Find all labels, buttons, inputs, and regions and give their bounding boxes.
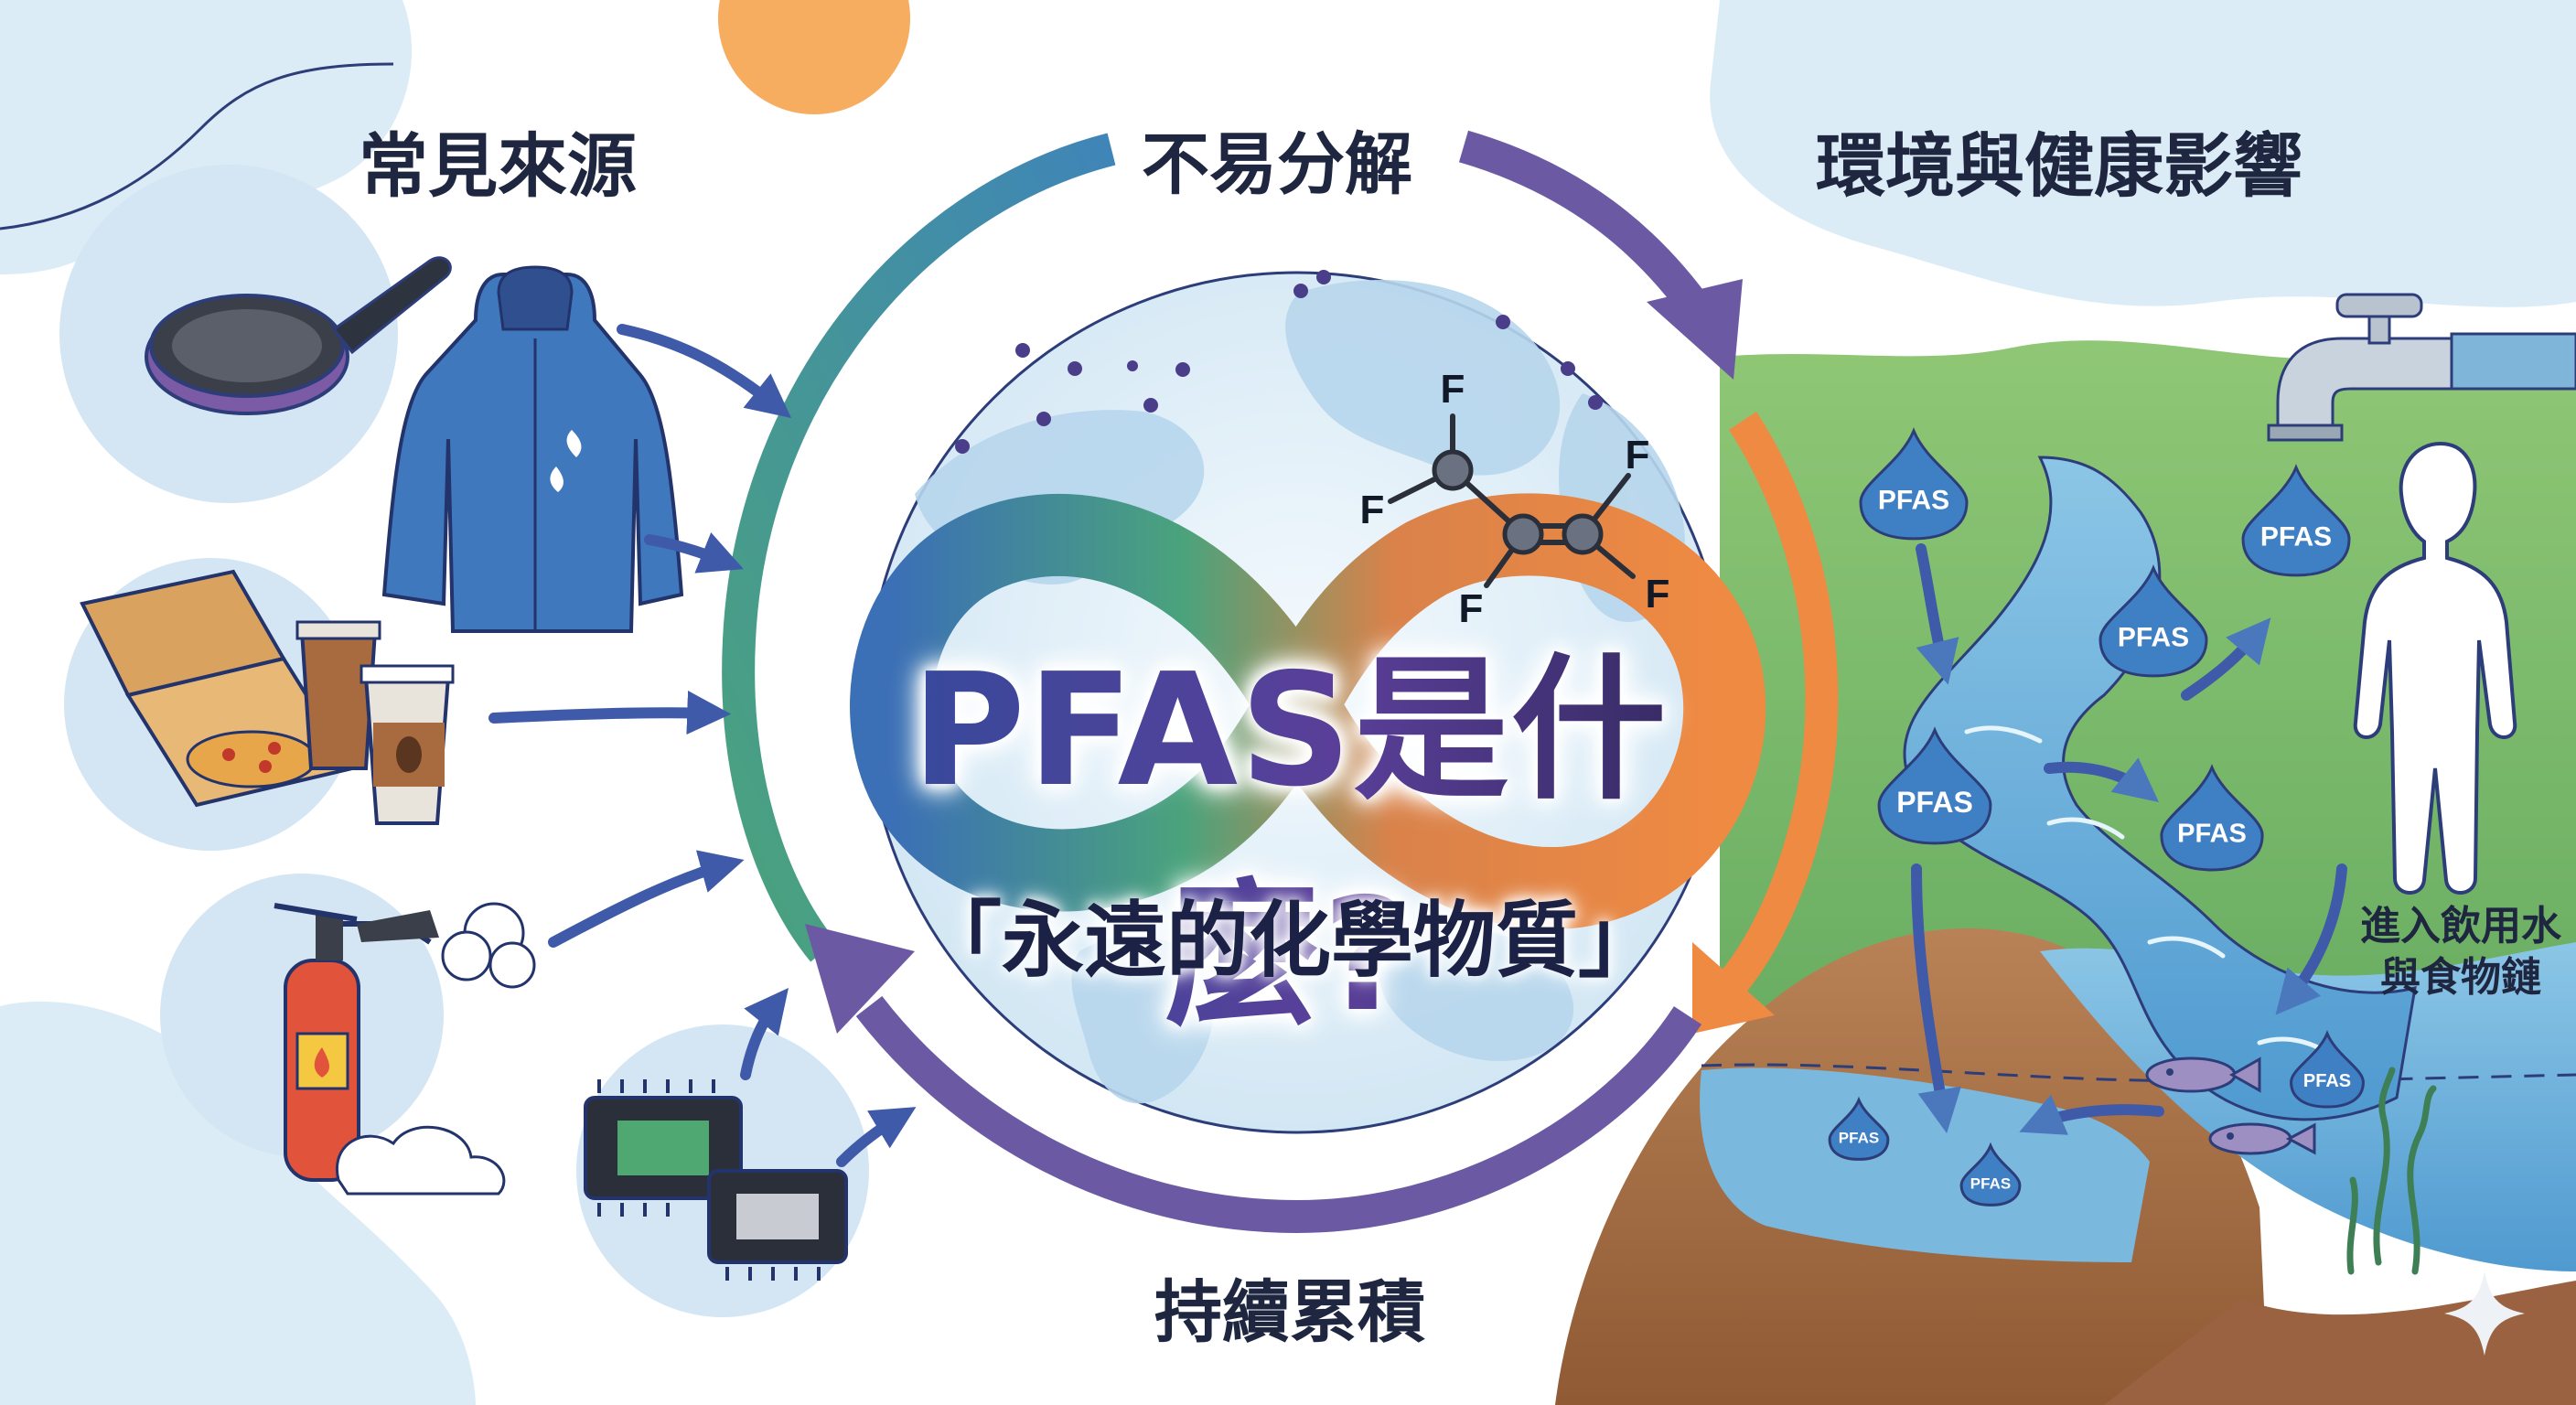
faucet-icon [2267,293,2576,442]
cycle-label-top: 不易分解 [1142,125,1412,204]
source-arrows [488,324,917,1167]
droplet-shape [2290,1030,2365,1109]
water-table-line [1701,1063,2576,1083]
background-line-topleft [0,62,394,231]
background-blob-topleft [0,0,413,274]
pfas-molecule-icon: F F F F F [1360,367,1670,631]
background-blob-left [0,1001,476,1405]
seaweed-icon [2346,1067,2437,1275]
droplet-shape [1859,427,1969,541]
droplet-shape [1877,726,1992,845]
droplet-label: PFAS [1878,486,1949,516]
pfas-droplets: PFAS PFAS PFAS PFAS PFAS PFAS PFAS PFAS [1828,427,2365,1207]
globe-particles [955,270,1603,454]
sun [718,0,910,114]
fluorine-atom-label: F [1626,433,1650,477]
cycle-label-bottom: 持續累積 [1154,1273,1425,1352]
droplet-label: PFAS [1896,786,1973,819]
cycle-arrowhead-bottom [805,924,915,1034]
impact-note-line1: 進入飲用水 [2360,903,2561,949]
droplet-shape [1959,1142,2022,1207]
cycle-arrowhead-top [1647,279,1743,380]
frying-pan-icon [59,165,452,503]
pizza-box-icon [64,558,357,851]
fish-icon [2145,1056,2261,1093]
river-ripples [1964,725,2335,1059]
cycle-arrow-purple-bottom [855,996,1702,1234]
droplet-label: PFAS [2260,522,2332,552]
droplet-shape [2098,564,2208,678]
droplet-label: PFAS [2177,819,2247,848]
droplet-label: PFAS [2303,1071,2351,1091]
pfas-droplet: PFAS [1959,1142,2022,1207]
background-blob-topright [1710,0,2576,307]
cycle-arrowhead-orange [1692,942,1775,1034]
person-silhouette-icon [2353,441,2517,895]
impact-note-line2: 與食物鏈 [2380,954,2541,1001]
coffee-cups-icon [295,620,455,825]
fish-icon-2 [2208,1122,2316,1155]
droplet-label: PFAS [1839,1130,1879,1147]
pfas-droplet: PFAS [1877,726,1992,845]
droplet-shape [2241,464,2351,577]
pfas-droplet: PFAS [2241,464,2351,577]
section-title-sources: 常見來源 [359,125,637,207]
sparkle-icon [2444,1271,2525,1356]
rain-jacket-icon [381,265,684,633]
pfas-droplet: PFAS [1828,1096,1890,1161]
fluorine-atom-label: F [1441,367,1465,412]
infinity-symbol [850,493,1766,930]
fire-extinguisher-icon [160,874,536,1196]
cycle-arrow-orange [1708,412,1839,1009]
subtitle: 「永遠的化學物質」 [919,893,1660,989]
cycle-arrow-purple-top [1458,130,1715,326]
pfas-droplet: PFAS [1859,427,1969,541]
droplet-label: PFAS [2118,623,2189,653]
main-title: PFAS是什麼? [796,604,1784,1054]
pfas-droplet: PFAS [2098,564,2208,678]
section-title-impacts: 環境與健康影響 [1816,125,2302,207]
impact-arrows [1911,543,2347,1135]
fluorine-atom-label: F [1360,488,1385,532]
cycle-arrow-teal [722,133,1116,962]
pfas-droplet: PFAS [2160,764,2264,872]
droplet-shape [1828,1096,1890,1161]
droplet-shape [2160,764,2264,872]
impact-note: 進入飲用水 與食物鏈 [2351,901,2571,1003]
pfas-droplet: PFAS [2290,1030,2365,1109]
microchip-icon [576,1024,869,1317]
fluorine-atom-label: F [1646,572,1670,617]
droplet-label: PFAS [1970,1175,2011,1193]
fluorine-atom-label: F [1459,586,1484,631]
